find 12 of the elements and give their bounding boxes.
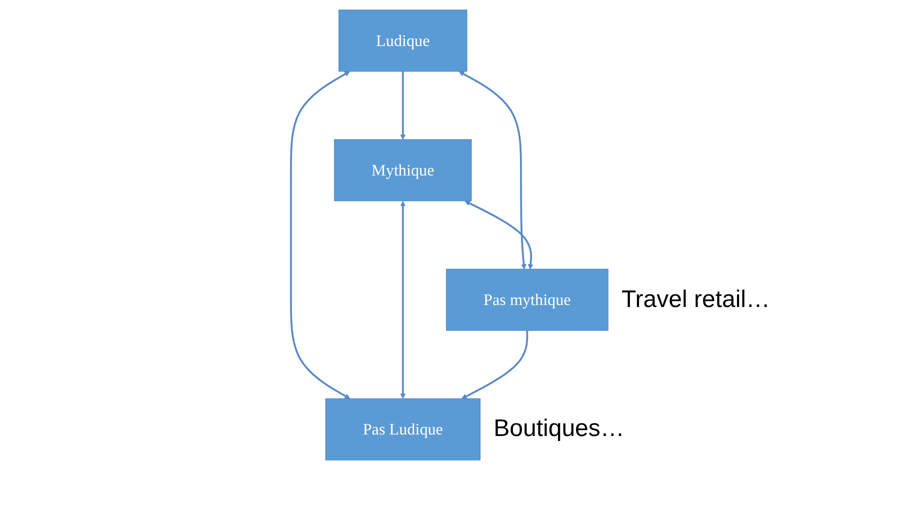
note-text: Boutiques… <box>494 415 624 444</box>
process-box: Pas mythique <box>446 268 608 331</box>
process-box: Ludique <box>338 10 467 72</box>
note-text: Travel retail… <box>622 286 770 314</box>
arrow <box>400 71 406 140</box>
arrow <box>400 200 406 399</box>
arrow <box>458 71 526 270</box>
arrow <box>464 200 533 270</box>
process-box: Mythique <box>334 139 472 202</box>
arrow <box>461 330 528 399</box>
arrow <box>290 71 350 399</box>
process-box: Pas Ludique <box>324 398 480 460</box>
